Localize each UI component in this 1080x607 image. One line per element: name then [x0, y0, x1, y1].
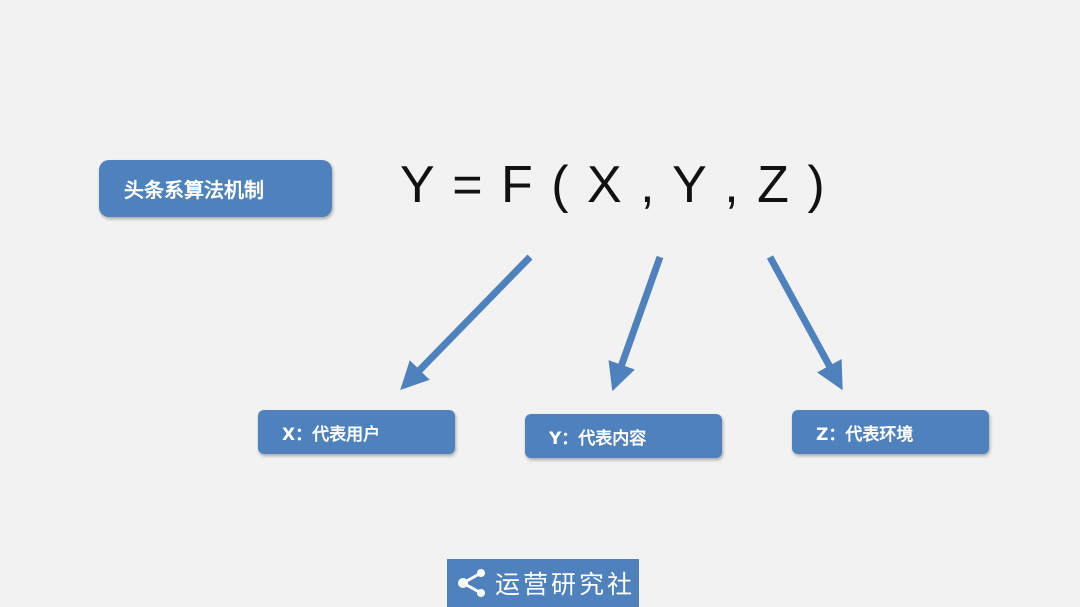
variable-z-box: Z：代表环境 — [792, 410, 989, 454]
share-icon — [458, 569, 485, 597]
logo-text: 运营研究社 — [495, 570, 636, 599]
variable-x-box: X：代表用户 — [258, 410, 455, 454]
variable-y-box: Y：代表内容 — [525, 414, 722, 458]
arrow-to-x — [400, 254, 533, 391]
variable-z-label: Z：代表环境 — [816, 424, 914, 445]
arrow-to-z — [766, 255, 843, 391]
arrow-to-y — [608, 255, 664, 392]
variable-x-label: X：代表用户 — [282, 424, 381, 445]
title-label: 头条系算法机制 — [124, 178, 264, 202]
variable-y-label: Y：代表内容 — [549, 428, 647, 449]
logo: 运营研究社 — [447, 559, 639, 607]
formula: Y = F ( X , Y , Z ) — [400, 156, 827, 214]
title-box: 头条系算法机制 — [99, 160, 332, 217]
